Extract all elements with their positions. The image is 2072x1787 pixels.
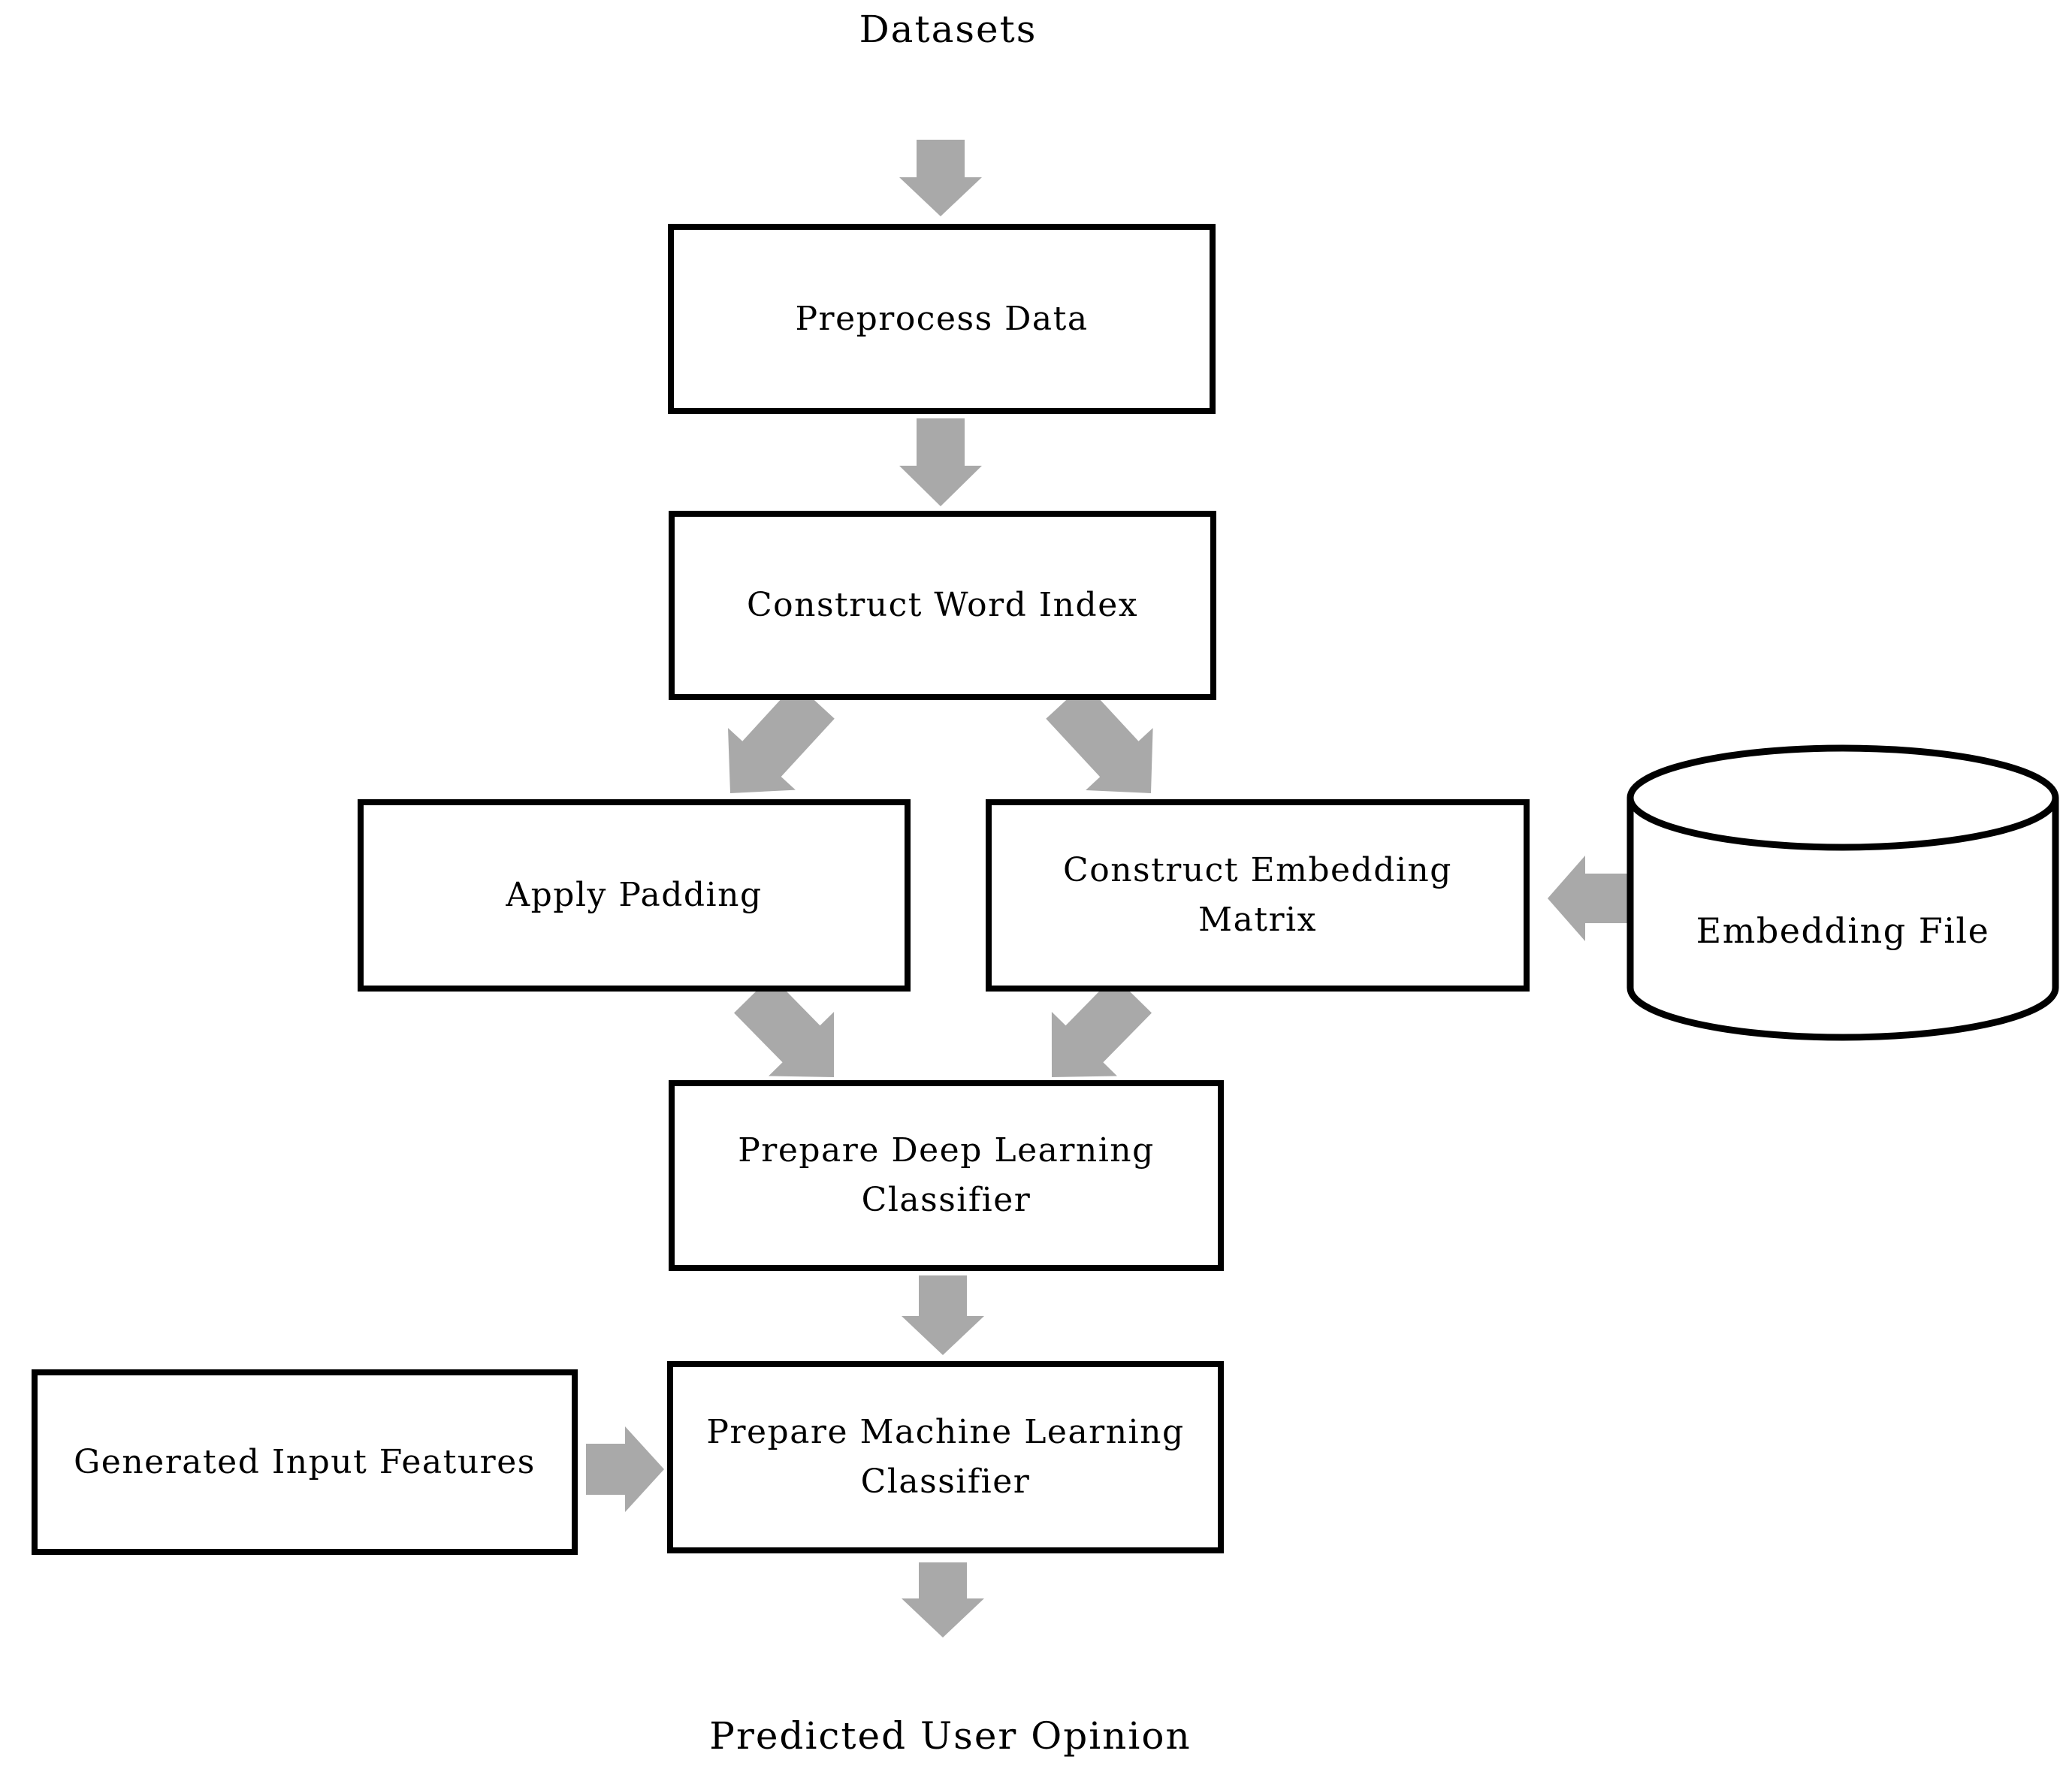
node-prepare-deep-learning-classifier: Prepare Deep Learning Classifier [669,1080,1224,1271]
arrow-ml-to-predicted-opinion [902,1562,984,1638]
node-prepare-deep-learning-classifier-label: Prepare Deep Learning Classifier [738,1131,1155,1219]
start-terminal-label: Datasets [859,8,1038,51]
node-preprocess-data: Preprocess Data [668,224,1216,414]
node-preprocess-data-label: Preprocess Data [795,299,1089,338]
node-generated-input-features: Generated Input Features [32,1369,578,1555]
arrow-features-to-ml-classifier [586,1426,664,1512]
node-apply-padding-label: Apply Padding [506,876,763,914]
node-generated-input-features-label: Generated Input Features [74,1442,536,1481]
arrow-embedding-file-to-embedding-matrix [1548,856,1647,941]
node-construct-embedding-matrix-label: Construct Embedding Matrix [1063,851,1452,939]
node-construct-word-index: Construct Word Index [669,511,1216,700]
arrow-apply-padding-to-dl-classifier [734,976,835,1077]
arrow-preprocess-to-word-index [899,418,982,506]
node-construct-word-index-label: Construct Word Index [746,586,1139,624]
arrow-dl-to-ml-classifier [902,1275,984,1355]
arrow-word-index-to-embedding-matrix [1046,683,1153,793]
arrow-embedding-matrix-to-dl-classifier [1051,976,1152,1077]
node-prepare-machine-learning-classifier: Prepare Machine Learning Classifier [667,1361,1224,1553]
node-apply-padding: Apply Padding [358,799,911,992]
end-terminal-label: Predicted User Opinion [709,1714,1192,1758]
node-construct-embedding-matrix: Construct Embedding Matrix [986,799,1530,992]
node-embedding-file-label: Embedding File [1696,910,1990,951]
arrow-word-index-to-apply-padding [728,683,835,793]
arrow-datasets-to-preprocess [899,140,982,216]
node-prepare-machine-learning-classifier-label: Prepare Machine Learning Classifier [706,1413,1185,1501]
